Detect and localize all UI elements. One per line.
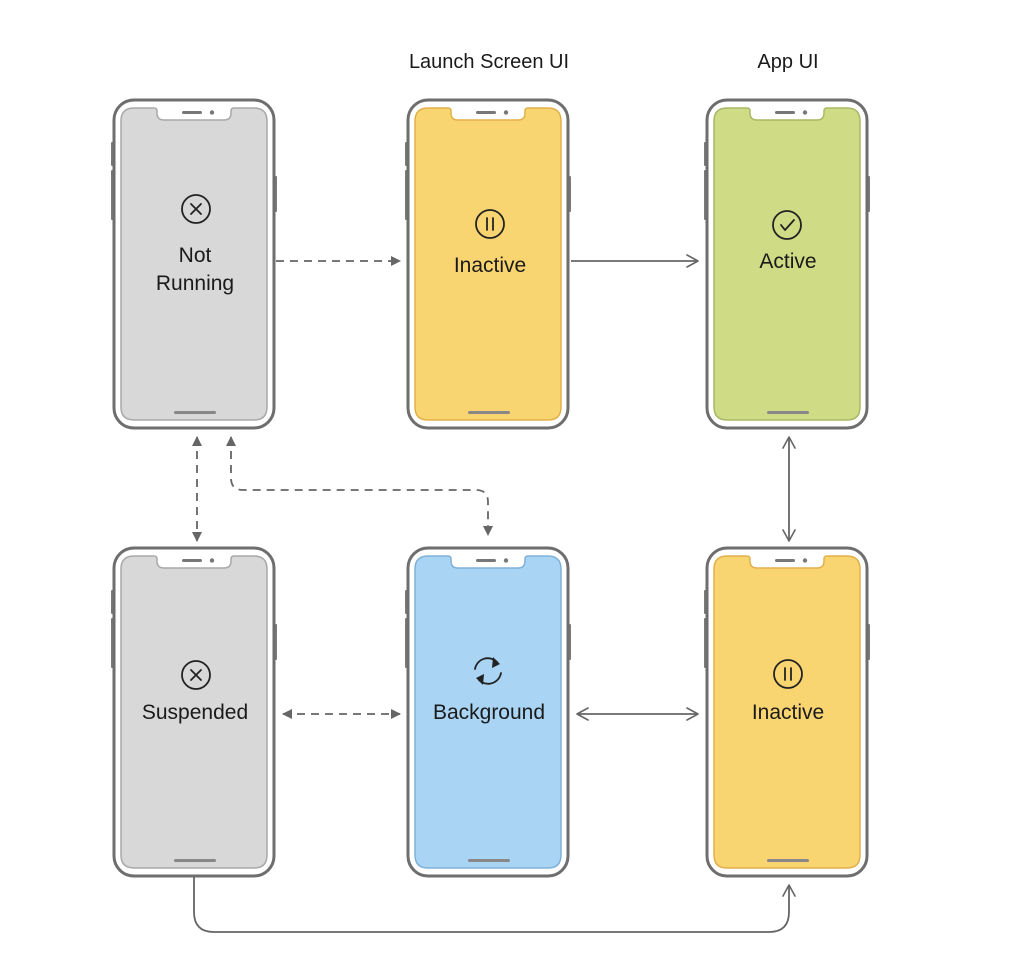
x-circle-icon [181,194,211,224]
phone-suspended: Suspended [111,546,277,878]
phone-screen [713,555,861,869]
phone-screen [414,107,562,421]
home-indicator [468,859,510,862]
check-circle-icon [772,210,802,240]
phone-inactive-launch: Inactive [405,98,571,430]
phone-inactive-app: Inactive [704,546,870,878]
phone-speaker [476,559,496,562]
refresh-icon [474,657,502,685]
home-indicator [767,859,809,862]
phone-speaker [182,559,202,562]
phone-background: Background [405,546,571,878]
phone-camera [209,110,215,115]
phone-speaker [775,559,795,562]
state-label-background: Background [433,701,545,724]
state-label-suspended: Suspended [142,701,248,724]
phone-screen [414,555,562,869]
home-indicator [767,411,809,414]
phone-camera [802,110,808,115]
phone-camera [503,110,509,115]
phone-screen [120,107,268,421]
phone-screen [120,555,268,869]
phone-screen [713,107,861,421]
home-indicator [468,411,510,414]
home-indicator [174,411,216,414]
header-app-ui: App UI [757,51,818,73]
state-label-not: Not [179,244,212,267]
state-label-running: Running [156,272,234,295]
home-indicator [174,859,216,862]
pause-circle-icon [773,659,803,689]
arrow-not-running-background [226,436,493,536]
phone-camera [209,558,215,563]
state-label-inactive: Inactive [454,254,526,277]
x-circle-icon [181,660,211,690]
phone-speaker [476,111,496,114]
phone-not-running: Not Running [111,98,277,430]
phone-camera [802,558,808,563]
phone-active: Active [704,98,870,430]
phone-speaker [182,111,202,114]
phone-speaker [775,111,795,114]
pause-circle-icon [475,209,505,239]
phone-camera [503,558,509,563]
header-launch-screen: Launch Screen UI [409,51,569,73]
arrow-suspended-to-inactive [193,877,796,933]
state-label-inactive: Inactive [752,701,824,724]
state-label-active: Active [759,250,816,273]
